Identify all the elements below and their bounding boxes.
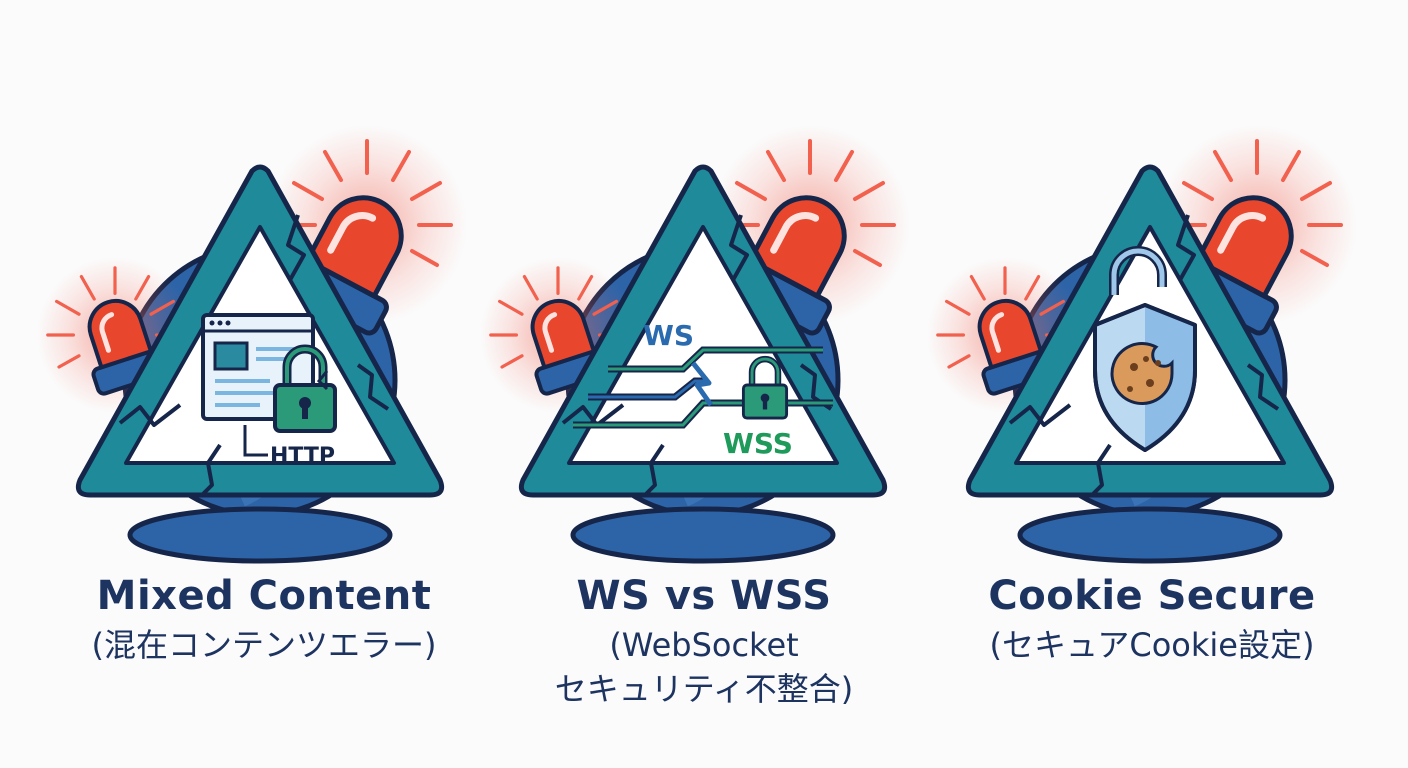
card-subtitle: (混在コンテンツエラー)	[91, 626, 437, 664]
ws-label: WS	[643, 319, 694, 352]
caption-ws-vs-wss: WS vs WSS (WebSocket セキュリティ不整合)	[494, 572, 914, 710]
card-mixed-content: HTTP	[37, 125, 467, 561]
cookie-icon	[1110, 342, 1174, 405]
card-cookie-secure	[927, 125, 1357, 561]
card-subtitle-line-2: セキュリティ不整合)	[554, 670, 854, 708]
card-ws-vs-wss: WS WSS	[480, 125, 910, 561]
card-title: Mixed Content	[96, 573, 432, 619]
card-title: WS vs WSS	[576, 573, 832, 619]
caption-mixed-content: Mixed Content (混在コンテンツエラー)	[54, 572, 474, 666]
card-subtitle-line-1: (WebSocket	[609, 626, 799, 664]
browser-window-icon	[201, 313, 315, 421]
http-label: HTTP	[270, 444, 335, 469]
warning-triangle-icon	[480, 125, 910, 561]
card-subtitle: (セキュアCookie設定)	[989, 626, 1315, 664]
caption-cookie-secure: Cookie Secure (セキュアCookie設定)	[942, 572, 1362, 666]
wss-label: WSS	[723, 427, 793, 460]
padlock-icon	[275, 349, 335, 431]
card-title: Cookie Secure	[988, 573, 1316, 619]
